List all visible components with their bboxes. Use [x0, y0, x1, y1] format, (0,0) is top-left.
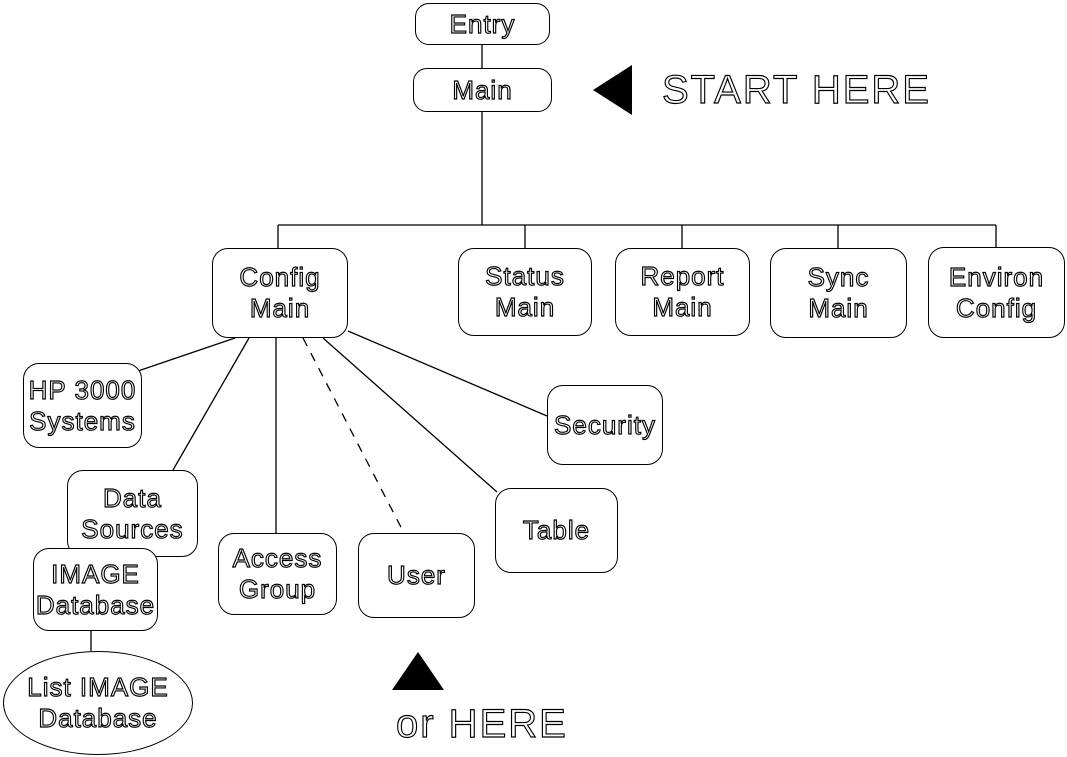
node-user: User — [358, 533, 475, 618]
node-table: Table — [495, 488, 618, 573]
node-entry: Entry — [415, 3, 550, 45]
node-config-main: Config Main — [212, 248, 348, 338]
node-main: Main — [413, 68, 552, 112]
node-image-database: IMAGE Database — [33, 548, 158, 631]
node-report-main: Report Main — [615, 248, 750, 336]
edge-config-hp3000 — [137, 337, 236, 372]
node-environ-config: Environ Config — [928, 247, 1065, 338]
start-here-arrow-icon — [593, 65, 632, 115]
edge-config-table — [322, 337, 498, 493]
node-list-image-database: List IMAGE Database — [3, 651, 193, 755]
edge-config-security — [347, 330, 548, 417]
start-here-label: START HERE — [661, 67, 931, 112]
node-data-sources: Data Sources — [67, 470, 198, 557]
node-access-group: Access Group — [218, 533, 337, 615]
or-here-label: or HERE — [395, 701, 568, 746]
edge-config-data-sources — [172, 337, 250, 471]
or-here-arrow-icon — [392, 652, 444, 690]
node-hp3000-systems: HP 3000 Systems — [23, 363, 142, 448]
edge-config-user-dashed — [302, 337, 405, 534]
node-status-main: Status Main — [458, 248, 592, 336]
node-security: Security — [547, 385, 663, 465]
node-sync-main: Sync Main — [770, 248, 907, 338]
